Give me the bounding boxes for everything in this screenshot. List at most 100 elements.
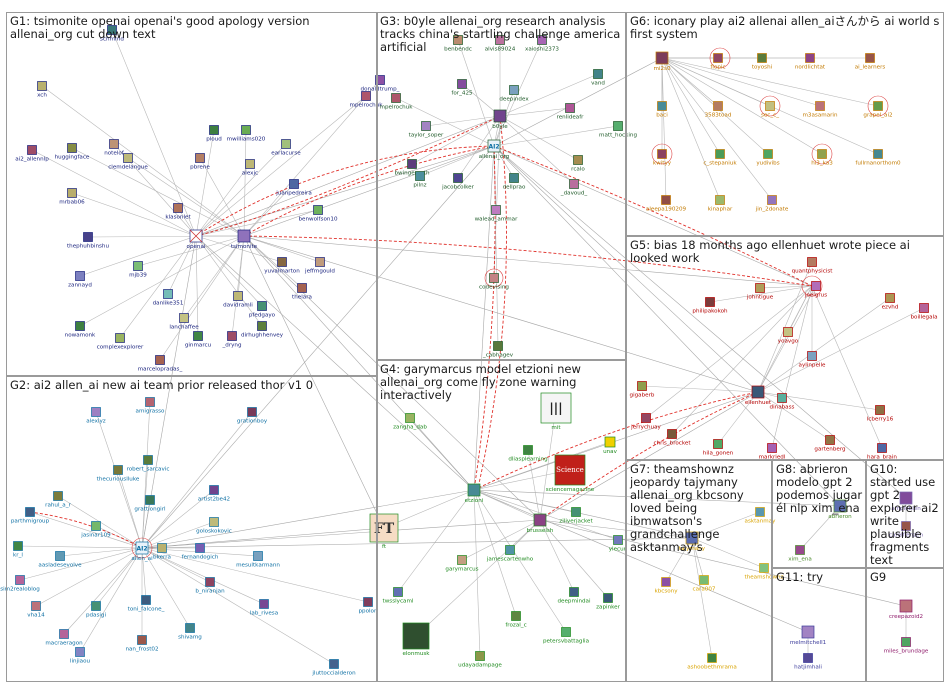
node-etzioni[interactable]: etzioni bbox=[465, 483, 484, 504]
node-aleepa190209[interactable]: aleepa190209 bbox=[646, 195, 687, 213]
node-_davoud_[interactable]: _davoud_ bbox=[560, 179, 588, 197]
node-elonmusk[interactable]: elonmusk bbox=[402, 622, 430, 657]
node-ziliverjacket[interactable]: ziliverjacket bbox=[559, 507, 593, 525]
node-ai_learners[interactable]: ai_learners bbox=[855, 53, 886, 71]
node-b_niranjan[interactable]: b_niranjan bbox=[195, 577, 225, 595]
node-sim2realoblog[interactable]: sim2realoblog bbox=[0, 575, 40, 593]
node-complexexplorer[interactable]: complexexplorer bbox=[97, 333, 144, 351]
node-pbrene[interactable]: pbrene bbox=[190, 153, 210, 171]
node-nowamonk[interactable]: nowamonk bbox=[65, 321, 96, 339]
node-codevising[interactable]: codevising bbox=[479, 273, 509, 291]
node-danlike351[interactable]: danlike351 bbox=[153, 289, 184, 307]
node-grationboy[interactable]: grationboy bbox=[237, 407, 268, 425]
node-xaioshi2373[interactable]: xaioshi2373 bbox=[525, 35, 559, 53]
node-dellprao[interactable]: dellprao bbox=[503, 173, 526, 191]
node-lcberry16[interactable]: lcberry16 bbox=[867, 405, 894, 423]
node-pilnz[interactable]: pilnz bbox=[413, 171, 427, 189]
node-jluttoccialderon[interactable]: jluttoccialderon bbox=[311, 659, 356, 677]
node-mrbab06[interactable]: mrbab06 bbox=[59, 188, 85, 206]
node-mpelrochuk[interactable]: mpelrochuk bbox=[350, 91, 384, 109]
node-_dryng[interactable]: _dryng bbox=[221, 331, 242, 349]
node-schmmd[interactable]: schmmd bbox=[100, 25, 124, 43]
node-3583toad[interactable]: 3583toad bbox=[705, 101, 732, 119]
node-linjiaou[interactable]: linjiaou bbox=[70, 647, 91, 665]
node-johntigue[interactable]: johntigue bbox=[746, 283, 774, 301]
node-frozal_c[interactable]: frozal_c bbox=[505, 611, 527, 629]
node-unav[interactable]: unav bbox=[603, 436, 618, 455]
node-rahul_a_r[interactable]: rahul_a_r bbox=[45, 491, 72, 509]
node-jeffmgould[interactable]: jeffmgould bbox=[304, 257, 335, 275]
node-alexiyz[interactable]: alexiyz bbox=[86, 407, 106, 425]
node-flopic[interactable]: flopic bbox=[710, 53, 726, 71]
node-melmitchell1[interactable]: melmitchell1 bbox=[790, 625, 827, 646]
node-hatjimhali[interactable]: hatjimhali bbox=[794, 653, 822, 671]
node-kinaphar[interactable]: kinaphar bbox=[708, 195, 733, 213]
node-lab_rivesa[interactable]: lab_rivesa bbox=[250, 599, 278, 617]
node-dinabass[interactable]: dinabass bbox=[770, 393, 795, 411]
node-ampleblen[interactable]: ampleblen bbox=[891, 491, 921, 512]
node-mpelrochuk[interactable]: mpelrochuk bbox=[380, 93, 414, 111]
node-bwingenroth[interactable]: bwingenroth bbox=[394, 159, 430, 177]
node-marcelopradas_[interactable]: marcelopradas_ bbox=[138, 355, 183, 373]
node-thelara[interactable]: thelara bbox=[292, 283, 312, 301]
node-amigrasso[interactable]: amigrasso bbox=[136, 397, 166, 415]
node-vha14[interactable]: vha14 bbox=[27, 601, 45, 619]
node-kwityy[interactable]: kwityy bbox=[653, 149, 672, 167]
node-zapinker[interactable]: zapinker bbox=[596, 593, 621, 611]
node-macraeragon[interactable]: macraeragon bbox=[45, 629, 83, 647]
node-pfedgayo[interactable]: pfedgayo bbox=[249, 301, 276, 319]
node-hila_gonen[interactable]: hila_gonen bbox=[703, 439, 734, 457]
node-gartenberg[interactable]: gartenberg bbox=[814, 435, 846, 453]
node-theamshownz[interactable]: theamshownz bbox=[745, 563, 784, 581]
node-for_425[interactable]: for_425 bbox=[451, 79, 473, 97]
node-goloskokovic[interactable]: goloskokovic bbox=[196, 517, 232, 535]
node-baci[interactable]: baci bbox=[656, 101, 668, 119]
node-b0yle[interactable]: b0yle bbox=[492, 109, 508, 130]
node-jasinar109[interactable]: jasinar109 bbox=[80, 521, 111, 539]
node-matt_hocking[interactable]: matt_hocking bbox=[599, 121, 637, 139]
node-nordlichtat[interactable]: nordlichtat bbox=[795, 53, 826, 71]
node-ai2_allennlp[interactable]: ai2_allennlp bbox=[15, 145, 49, 163]
node-yudivibs[interactable]: yudivibs bbox=[756, 149, 780, 167]
node-toni_falcone_[interactable]: toni_falcone_ bbox=[128, 595, 165, 613]
node-huggingface[interactable]: huggingface bbox=[55, 143, 90, 161]
node-earlacurse[interactable]: earlacurse bbox=[271, 139, 301, 157]
node-udayadampage[interactable]: udayadampage bbox=[458, 651, 502, 669]
node-thephuhbinshu[interactable]: thephuhbinshu bbox=[67, 232, 109, 250]
node-ellenhuet[interactable]: ellenhuet bbox=[745, 385, 772, 406]
node-artist2be42[interactable]: artist2be42 bbox=[198, 485, 230, 503]
node-c_stepaniuk[interactable]: c_stepaniuk bbox=[703, 149, 737, 167]
node-quantphysicist[interactable]: quantphysicist bbox=[792, 257, 834, 275]
node-ploud[interactable]: ploud bbox=[206, 125, 222, 143]
node-mesultkarmann[interactable]: mesultkarmann bbox=[236, 551, 280, 569]
node-ppolon[interactable]: ppolon bbox=[358, 597, 378, 615]
node-mjb39[interactable]: mjb39 bbox=[129, 261, 147, 279]
node-markriedl[interactable]: markriedl bbox=[759, 443, 786, 461]
node-clemdelangue[interactable]: clemdelangue bbox=[108, 153, 148, 171]
node-parthmigroup[interactable]: parthmigroup bbox=[11, 507, 50, 525]
node-hara_brain[interactable]: hara_brain bbox=[867, 443, 897, 461]
node-taylor_soper[interactable]: taylor_soper bbox=[409, 121, 444, 139]
node-ashoobethmrama[interactable]: ashoobethmrama bbox=[687, 653, 737, 671]
node-pdasigi[interactable]: pdasigi bbox=[86, 601, 107, 619]
node-robert_sarcavic[interactable]: robert_sarcavic bbox=[127, 455, 170, 473]
node-lanchaffee[interactable]: lanchaffee bbox=[169, 313, 199, 331]
node-brusselsh[interactable]: brusselsh bbox=[527, 513, 554, 534]
node-creepazoid2[interactable]: creepazoid2 bbox=[889, 599, 923, 620]
node-donaldtrump_[interactable]: donaldtrump_ bbox=[361, 75, 400, 93]
node-m3asamarin[interactable]: m3asamarin bbox=[802, 101, 838, 119]
node-shivamg[interactable]: shivamg bbox=[178, 623, 202, 641]
node-juanpedreira[interactable]: juanpedreira bbox=[275, 179, 312, 197]
node-asktanmay[interactable]: asktanmay bbox=[745, 507, 777, 525]
node-tsimonite[interactable]: tsimonite bbox=[231, 229, 258, 250]
node-renlideafr[interactable]: renlideafr bbox=[557, 103, 585, 121]
node-boillegala[interactable]: boillegala bbox=[910, 303, 938, 321]
node-vand[interactable]: vand bbox=[591, 69, 605, 87]
node-walead_ammar[interactable]: walead_ammar bbox=[475, 205, 519, 223]
node-ylecun[interactable]: ylecun bbox=[609, 535, 628, 553]
node-kr_l[interactable]: kr_l bbox=[13, 541, 23, 559]
